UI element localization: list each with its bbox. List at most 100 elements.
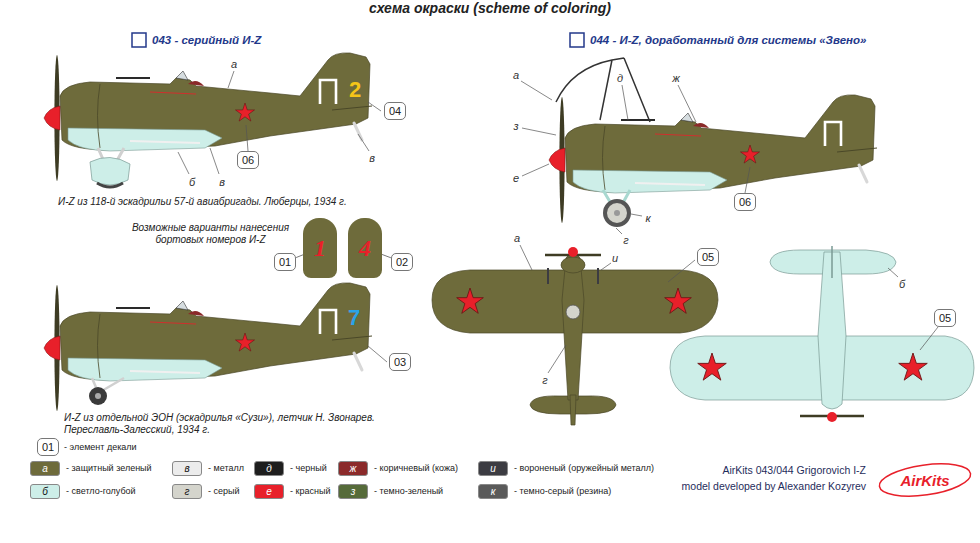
callout-letter: г bbox=[623, 234, 628, 246]
swatch-letter: б bbox=[42, 486, 48, 497]
checkbox bbox=[132, 33, 146, 47]
legend-text: - защитный зеленый bbox=[66, 463, 152, 473]
callout-number: 06 bbox=[237, 151, 259, 169]
callout-number: 05 bbox=[934, 309, 956, 327]
swatch-letter: г bbox=[185, 486, 190, 497]
leader-line bbox=[522, 128, 556, 135]
leader-line bbox=[358, 134, 369, 151]
aircraft-side-view bbox=[44, 283, 372, 411]
spinner bbox=[827, 412, 837, 422]
leader-line bbox=[745, 167, 750, 193]
wheel-hub bbox=[95, 393, 101, 399]
leader-line bbox=[522, 164, 549, 176]
callout-number-text: 01 bbox=[279, 255, 291, 269]
decal-number: 4 bbox=[359, 235, 371, 262]
cowling bbox=[561, 257, 585, 273]
callout-number: 01 bbox=[274, 253, 296, 271]
logo-text: AirKits bbox=[900, 472, 949, 489]
leader-line bbox=[678, 85, 696, 122]
swatch-letter: к bbox=[491, 486, 496, 497]
swatch-letter: д bbox=[266, 463, 272, 474]
leader-line bbox=[668, 260, 695, 282]
zveno-frame bbox=[556, 58, 650, 122]
callout-number-text: 02 bbox=[396, 255, 408, 269]
callout-number: 01 bbox=[37, 438, 59, 456]
callout-letter: д bbox=[617, 72, 623, 84]
leader-connector bbox=[296, 255, 303, 258]
red-star bbox=[457, 288, 484, 313]
leader-line bbox=[368, 346, 387, 362]
variant-heading: 043 - серийный И-Z bbox=[152, 34, 261, 46]
callout-letter: б bbox=[189, 176, 195, 188]
legend-text: - темно-серый (резина) bbox=[514, 486, 611, 496]
legend-text: - металл bbox=[208, 463, 244, 473]
leader-line bbox=[210, 148, 219, 174]
rudder bbox=[831, 246, 833, 278]
note: Возможные варианты нанесения бортовых но… bbox=[128, 222, 293, 246]
gun bbox=[548, 268, 598, 284]
callout-number: 02 bbox=[391, 253, 413, 271]
leader-line bbox=[616, 228, 622, 234]
callout-number-text: 03 bbox=[394, 355, 406, 369]
decal-shape: 1 bbox=[303, 218, 337, 278]
tire bbox=[97, 183, 123, 187]
red-star bbox=[698, 353, 727, 380]
tail-number: 7 bbox=[348, 305, 360, 331]
aircraft-top-view bbox=[432, 247, 718, 425]
leader-line bbox=[622, 85, 628, 120]
aircraft-side-view bbox=[549, 95, 877, 223]
wheel-hub bbox=[614, 210, 620, 216]
decal-shape: 4 bbox=[348, 218, 382, 278]
callout-number-text: 04 bbox=[389, 104, 401, 118]
leader-line bbox=[228, 71, 234, 88]
variant-heading: 044 - И-Z, доработанный для системы «Зве… bbox=[590, 34, 866, 46]
callout-letter: з bbox=[513, 120, 518, 132]
callout-letter: в bbox=[369, 152, 375, 164]
cockpit bbox=[566, 305, 580, 319]
swatch-letter: з bbox=[351, 486, 356, 497]
legend-text: - черный bbox=[290, 463, 327, 473]
author: model developed by Alexander Kozyrev bbox=[682, 480, 866, 492]
legend-text: - темно-зеленый bbox=[374, 486, 443, 496]
leader-line bbox=[601, 263, 611, 270]
leader-line bbox=[920, 327, 938, 350]
fuselage bbox=[562, 253, 584, 400]
callout-letter: е bbox=[513, 172, 519, 184]
swatch-letter: а bbox=[42, 463, 48, 474]
leader-line bbox=[368, 102, 381, 111]
wheel-fairing bbox=[90, 157, 130, 185]
swatch-letter: и bbox=[490, 463, 496, 474]
spinner bbox=[568, 247, 578, 257]
swatch-letter: е bbox=[266, 486, 272, 497]
callout-letter: б bbox=[899, 278, 905, 290]
callout-letter: а bbox=[231, 58, 237, 70]
callout-number: 03 bbox=[389, 353, 411, 371]
callout-number-text: 01 bbox=[42, 440, 54, 454]
leader-line bbox=[631, 214, 642, 216]
tail-number: 2 bbox=[349, 77, 361, 103]
callout-letter: и bbox=[612, 252, 618, 264]
callout-letter: а bbox=[513, 69, 519, 81]
swatch-letter: в bbox=[184, 463, 189, 474]
legend-text: - светло-голубой bbox=[66, 486, 136, 496]
leader-line bbox=[521, 81, 552, 100]
leader-connector bbox=[382, 254, 391, 257]
leader-line bbox=[548, 345, 566, 373]
legend-text: - элемент декали bbox=[64, 442, 137, 452]
checkbox bbox=[570, 33, 584, 47]
legend-text: - вороненый (оружейный металл) bbox=[514, 463, 654, 473]
decal-number: 1 bbox=[314, 235, 326, 262]
callout-letter: ж bbox=[672, 72, 680, 84]
red-star bbox=[899, 353, 928, 380]
callout-number: 06 bbox=[734, 193, 756, 211]
leader-lines bbox=[178, 71, 938, 373]
swatch-letter: ж bbox=[350, 463, 357, 474]
leader-line bbox=[888, 268, 898, 277]
callout-letter: г bbox=[542, 374, 547, 386]
aircraft-bottom-view bbox=[670, 246, 974, 422]
callout-number-text: 06 bbox=[739, 195, 751, 209]
callout-number: 05 bbox=[697, 248, 719, 266]
callout-letter: а bbox=[514, 232, 520, 244]
callout-letter: в bbox=[219, 176, 225, 188]
kit-name: AirKits 043/044 Grigorovich I-Z bbox=[722, 464, 866, 476]
